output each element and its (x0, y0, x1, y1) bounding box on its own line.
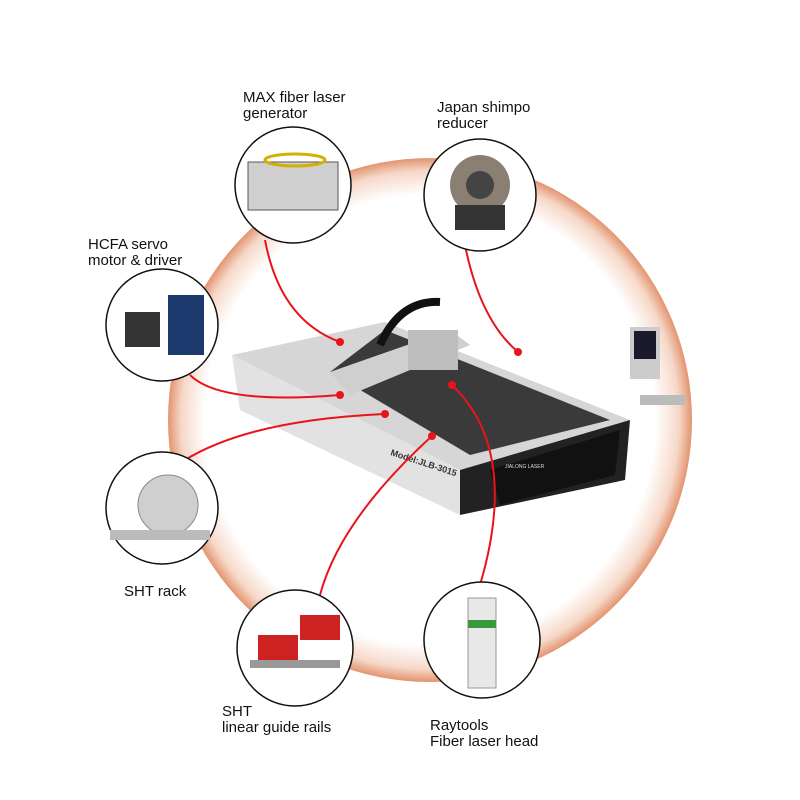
label-hcfa: HCFA servo motor & driver (88, 236, 183, 269)
label-raytools: Raytools Fiber laser head (430, 717, 539, 750)
label-rack: SHT rack (124, 583, 187, 600)
laser-cutting-machine: Model:JLB-3015 JIALONG LASER (232, 297, 685, 515)
component-images (110, 152, 510, 689)
label-rails: SHT linear guide rails (222, 703, 332, 736)
label-shimpo: Japan shimpo reducer (437, 99, 531, 132)
label-max-laser: MAX fiber laser generator (243, 89, 346, 122)
machine-brand: JIALONG LASER (505, 464, 545, 470)
leader-lines (184, 239, 519, 596)
leader-dots (336, 338, 522, 440)
